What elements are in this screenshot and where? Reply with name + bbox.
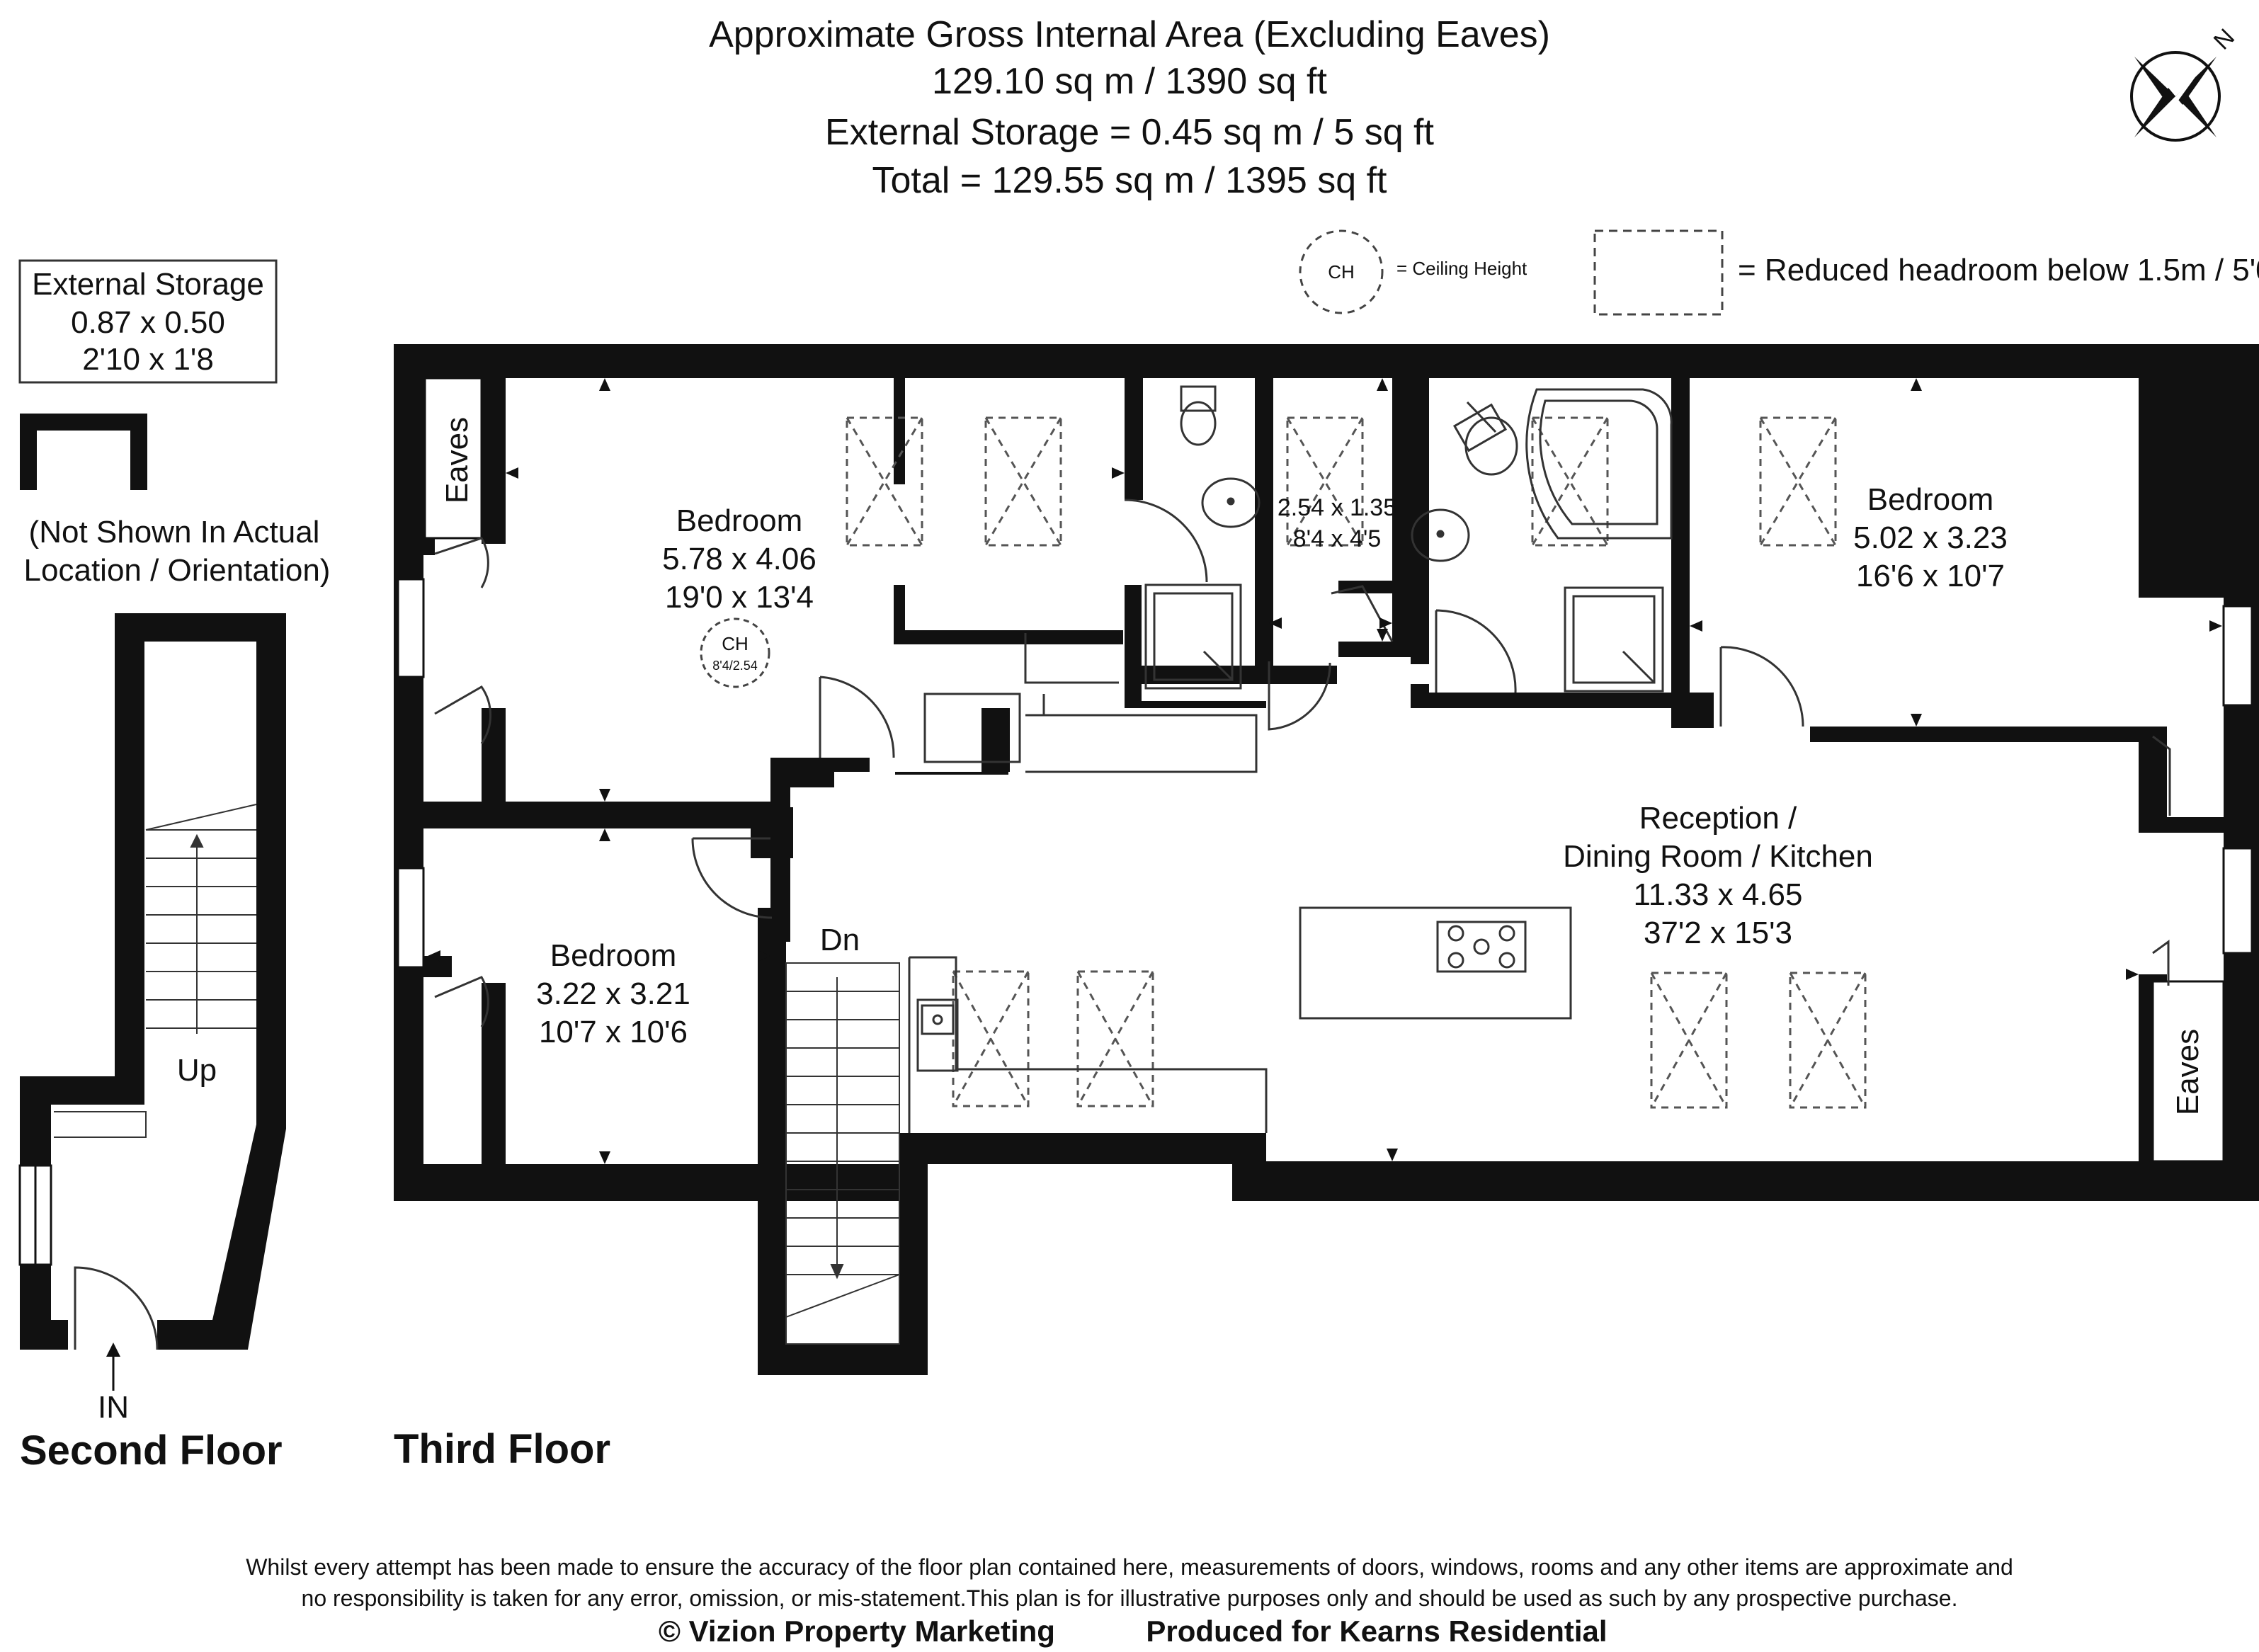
hob-icon bbox=[1436, 921, 1527, 973]
internal-area: 129.10 sq m / 1390 sq ft bbox=[932, 61, 1327, 102]
second-floor-stair-label: Up bbox=[177, 1053, 217, 1088]
reduced-headroom-zones bbox=[846, 416, 1867, 1109]
room-landing: 2.54 x 1.35 8'4 x 4'5 bbox=[1278, 494, 1396, 552]
legend-ch-label: = Ceiling Height bbox=[1396, 258, 1527, 279]
area-summary: Approximate Gross Internal Area (Excludi… bbox=[709, 14, 1550, 201]
stairs-up bbox=[54, 804, 257, 1138]
room-name-line1: Reception / bbox=[1639, 801, 1797, 836]
kitchen-fittings bbox=[908, 906, 1572, 1133]
room-imperial: 8'4 x 4'5 bbox=[1293, 525, 1382, 552]
dimension-markers bbox=[428, 378, 2222, 1164]
third-floor-plan: Eaves Eaves bbox=[394, 344, 2259, 1472]
room-imperial: 10'7 x 10'6 bbox=[539, 1015, 688, 1049]
disclaimer-line-1: Whilst every attempt has been made to en… bbox=[246, 1554, 2013, 1580]
room-imperial: 19'0 x 13'4 bbox=[665, 580, 814, 615]
copyright: © Vizion Property Marketing bbox=[659, 1614, 1055, 1648]
second-floor-walls bbox=[20, 613, 286, 1350]
external-storage-area: External Storage = 0.45 sq m / 5 sq ft bbox=[825, 112, 1434, 153]
legend-reduced-label: = Reduced headroom below 1.5m / 5'0 bbox=[1738, 253, 2259, 287]
entrance-door bbox=[74, 1266, 159, 1350]
ceiling-height-symbol bbox=[1299, 229, 1384, 314]
room-imperial: 37'2 x 15'3 bbox=[1644, 916, 1792, 950]
room-name: Bedroom bbox=[1867, 482, 1994, 517]
second-floor-plan: Up IN Second Floor bbox=[18, 613, 286, 1474]
total-area: Total = 129.55 sq m / 1395 sq ft bbox=[872, 160, 1387, 201]
legend: CH = Ceiling Height = Reduced headroom b… bbox=[1299, 229, 2259, 316]
eaves-right: Eaves bbox=[2170, 1029, 2205, 1115]
entry-label: IN bbox=[98, 1390, 129, 1425]
room-metric: 11.33 x 4.65 bbox=[1634, 877, 1803, 912]
ch-value: 8'4/2.54 bbox=[712, 659, 758, 673]
eaves-left: Eaves bbox=[440, 417, 474, 503]
external-storage-walls bbox=[20, 414, 147, 490]
external-storage-note-1: (Not Shown In Actual bbox=[29, 515, 320, 549]
bathroom-fixtures bbox=[1144, 385, 1673, 693]
room-metric: 5.78 x 4.06 bbox=[662, 542, 816, 576]
kitchen-island bbox=[1299, 906, 1572, 1020]
produced-for: Produced for Kearns Residential bbox=[1146, 1614, 1607, 1648]
room-bedroom-1: Bedroom 5.78 x 4.06 19'0 x 13'4 CH 8'4/2… bbox=[662, 503, 816, 688]
third-floor-stair-label: Dn bbox=[820, 923, 860, 957]
compass-icon: N bbox=[2130, 23, 2240, 142]
external-storage-title: External Storage bbox=[32, 267, 264, 302]
room-bedroom-3: Bedroom 3.22 x 3.21 10'7 x 10'6 bbox=[536, 938, 690, 1049]
reduced-headroom-symbol bbox=[1593, 229, 1724, 316]
room-metric: 2.54 x 1.35 bbox=[1278, 494, 1396, 521]
legend-ch-symbol: CH bbox=[1328, 261, 1355, 283]
area-heading: Approximate Gross Internal Area (Excludi… bbox=[709, 14, 1550, 55]
windows bbox=[397, 578, 2253, 969]
external-storage: External Storage 0.87 x 0.50 2'10 x 1'8 … bbox=[18, 259, 331, 588]
external-storage-metric: 0.87 x 0.50 bbox=[71, 305, 225, 340]
disclaimer-line-2: no responsibility is taken for any error… bbox=[302, 1585, 1958, 1611]
room-name: Bedroom bbox=[676, 503, 803, 538]
second-floor-title: Second Floor bbox=[20, 1428, 283, 1474]
north-label: N bbox=[2209, 23, 2240, 55]
ceiling-height-marker bbox=[700, 617, 770, 688]
built-in-storage bbox=[923, 633, 1258, 773]
external-storage-note-2: Location / Orientation) bbox=[24, 553, 331, 588]
doors bbox=[434, 499, 2171, 1027]
entry-arrow-icon bbox=[106, 1343, 120, 1357]
stairs-down bbox=[785, 962, 900, 1345]
third-floor-title: Third Floor bbox=[394, 1426, 610, 1472]
external-storage-label-box bbox=[18, 259, 278, 384]
room-metric: 5.02 x 3.23 bbox=[1853, 520, 2008, 555]
ch-symbol: CH bbox=[722, 633, 749, 654]
room-metric: 3.22 x 3.21 bbox=[536, 976, 690, 1011]
room-reception: Reception / Dining Room / Kitchen 11.33 … bbox=[1563, 801, 1873, 950]
external-storage-imperial: 2'10 x 1'8 bbox=[82, 342, 214, 377]
room-name-line2: Dining Room / Kitchen bbox=[1563, 839, 1873, 874]
footer: Whilst every attempt has been made to en… bbox=[246, 1554, 2013, 1648]
room-imperial: 16'6 x 10'7 bbox=[1856, 559, 2005, 593]
room-bedroom-2: Bedroom 5.02 x 3.23 16'6 x 10'7 bbox=[1853, 482, 2008, 593]
room-name: Bedroom bbox=[550, 938, 677, 973]
